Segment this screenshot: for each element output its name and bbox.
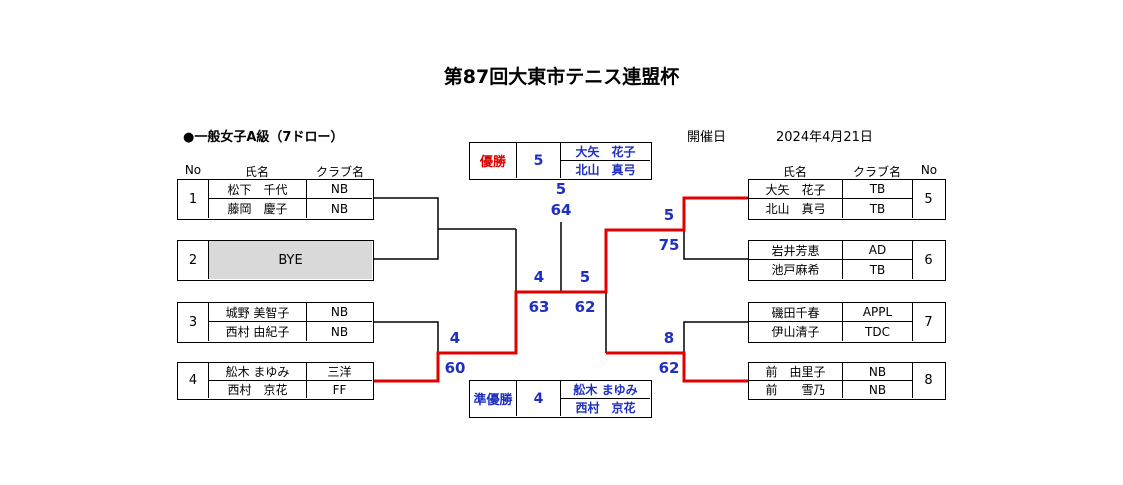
runner-up-name: 西村 京花 xyxy=(575,401,636,415)
player-name: 北山 真弓 xyxy=(749,199,843,218)
champion-box: 優勝 5 大矢 花子 北山 真弓 xyxy=(469,142,652,180)
header-name-right: 氏名 xyxy=(782,165,807,179)
score-winner: 5 xyxy=(555,180,567,198)
winner-line xyxy=(374,290,561,383)
player-name: 西村 京花 xyxy=(209,381,307,398)
score-winner: 5 xyxy=(579,268,591,286)
score-result: 75 xyxy=(658,236,680,254)
entry-no: 1 xyxy=(178,180,209,218)
bracket-line xyxy=(374,321,439,353)
runner-up-no: 4 xyxy=(517,381,561,416)
player-club: AD xyxy=(843,241,913,260)
date-label: 開催日 xyxy=(687,130,727,145)
entry-no: 8 xyxy=(924,373,933,388)
entry-no: 2 xyxy=(178,241,209,279)
bracket-line xyxy=(683,321,748,353)
header-no-left: No xyxy=(184,163,202,177)
player-club: NB xyxy=(307,180,372,199)
player-club: 三洋 xyxy=(307,363,372,381)
bracket-line xyxy=(374,197,439,260)
champion-name: 北山 真弓 xyxy=(575,163,636,177)
score-result: 60 xyxy=(444,359,466,377)
bye-slot: BYE xyxy=(209,241,372,279)
winner-line xyxy=(561,196,748,294)
score-result: 62 xyxy=(574,298,596,316)
header-club-left: クラブ名 xyxy=(315,165,364,179)
entry-no: 3 xyxy=(178,303,209,341)
player-club: NB xyxy=(307,303,372,322)
score-winner: 4 xyxy=(533,268,545,286)
header-club-right: クラブ名 xyxy=(852,165,901,179)
score-winner: 5 xyxy=(663,206,675,224)
page-title: 第87回大東市テニス連盟杯 xyxy=(443,66,680,88)
runner-up-name: 舩木 まゆみ xyxy=(561,381,650,399)
champion-name: 大矢 花子 xyxy=(561,143,650,161)
header-name-left: 氏名 xyxy=(244,165,269,179)
player-club: TB xyxy=(843,180,913,199)
entry-box-1: 1 松下 千代 NB 藤岡 慶子 NB xyxy=(177,179,374,220)
player-club: NB xyxy=(843,363,913,381)
player-club: TB xyxy=(843,260,913,279)
event-label: ●一般女子A級（7ドロー） xyxy=(183,130,344,145)
player-name: 城野 美智子 xyxy=(209,303,307,322)
entry-no: 4 xyxy=(178,363,209,398)
score-winner: 8 xyxy=(663,329,675,347)
player-name: 池戸麻希 xyxy=(749,260,843,279)
player-name: 前 雪乃 xyxy=(749,381,843,398)
player-name: 松下 千代 xyxy=(209,180,307,199)
entry-box-6: 岩井芳恵 AD 池戸麻希 TB 6 xyxy=(748,240,946,281)
player-name: 岩井芳恵 xyxy=(749,241,843,260)
runner-up-box: 準優勝 4 舩木 まゆみ 西村 京花 xyxy=(469,380,652,418)
entry-no: 5 xyxy=(924,191,933,207)
player-club: NB xyxy=(843,381,913,398)
entry-box-5: 大矢 花子 TB 北山 真弓 TB 5 xyxy=(748,179,946,220)
score-winner: 4 xyxy=(449,329,461,347)
player-name: 磯田千春 xyxy=(749,303,843,322)
entry-box-8: 前 由里子 NB 前 雪乃 NB 8 xyxy=(748,362,946,400)
player-name: 西村 由紀子 xyxy=(209,322,307,341)
score-result: 63 xyxy=(528,298,550,316)
player-name: 伊山清子 xyxy=(749,322,843,341)
player-club: TDC xyxy=(843,322,913,341)
player-club: APPL xyxy=(843,303,913,322)
player-club: NB xyxy=(330,324,349,339)
entry-box-2: 2 BYE xyxy=(177,240,374,281)
player-name: 前 由里子 xyxy=(749,363,843,381)
header-no-right: No xyxy=(920,163,938,177)
entry-box-3: 3 城野 美智子 NB 西村 由紀子 NB xyxy=(177,302,374,343)
player-name: 大矢 花子 xyxy=(749,180,843,199)
player-name: 藤岡 慶子 xyxy=(209,199,307,218)
date-value: 2024年4月21日 xyxy=(776,130,873,145)
player-club: TB xyxy=(843,199,913,218)
score-result: 64 xyxy=(550,201,572,219)
score-result: 62 xyxy=(658,359,680,377)
player-club: FF xyxy=(332,382,347,397)
entry-no: 6 xyxy=(924,252,933,268)
player-club: NB xyxy=(330,201,349,216)
entry-box-4: 4 舩木 まゆみ 三洋 西村 京花 FF xyxy=(177,362,374,400)
bracket-line xyxy=(683,230,748,260)
runner-up-label: 準優勝 xyxy=(470,381,517,416)
champion-label: 優勝 xyxy=(470,143,517,178)
player-name: 舩木 まゆみ xyxy=(209,363,307,381)
entry-box-7: 磯田千春 APPL 伊山清子 TDC 7 xyxy=(748,302,946,343)
entry-no: 7 xyxy=(924,314,933,330)
winner-line xyxy=(606,351,748,383)
champion-no: 5 xyxy=(517,143,561,178)
